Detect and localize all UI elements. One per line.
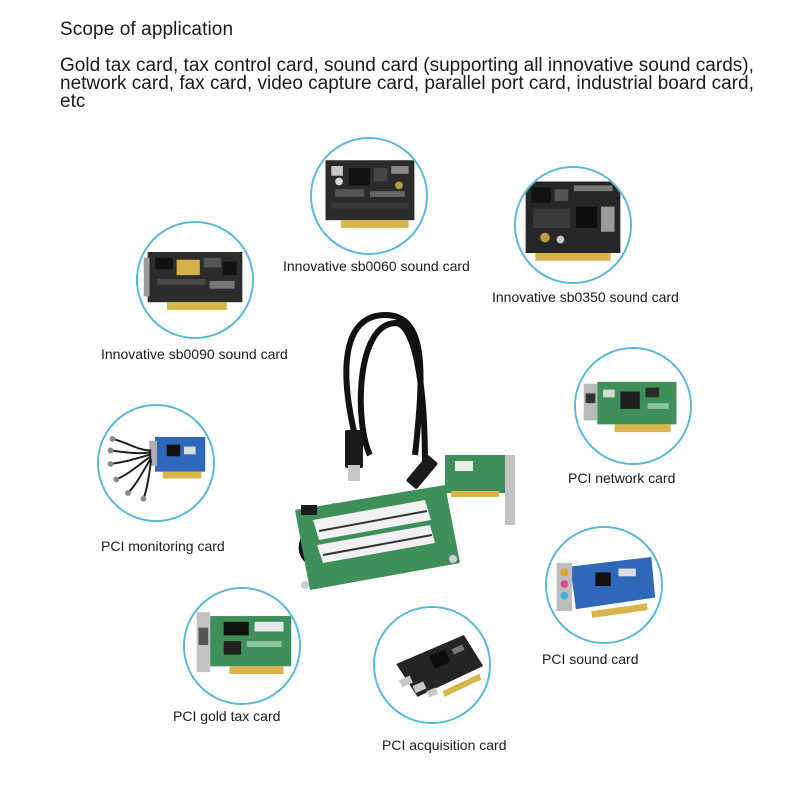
monitoring-card-icon — [99, 406, 213, 520]
sb0350-sound-card-label: Innovative sb0350 sound card — [492, 289, 679, 305]
network-card-icon — [576, 349, 690, 463]
acquisition-card-label: PCI acquisition card — [382, 737, 507, 753]
sound-card-icon — [547, 528, 661, 642]
sb0090-sound-card-label: Innovative sb0090 sound card — [101, 346, 288, 362]
application-description: Gold tax card, tax control card, sound c… — [60, 55, 754, 112]
sound-card-icon — [516, 168, 630, 282]
monitoring-card-label: PCI monitoring card — [101, 538, 225, 554]
sound-card-icon — [138, 223, 252, 337]
gold-tax-card-icon — [185, 589, 299, 703]
gold-tax-card-label: PCI gold tax card — [173, 708, 281, 724]
sound-card-icon — [312, 139, 426, 253]
sb0350-sound-card-image — [514, 166, 632, 284]
acquisition-card-icon — [375, 608, 489, 722]
monitoring-card-image — [97, 404, 215, 522]
adapter-board-icon — [295, 311, 515, 590]
pcie-to-pci-adapter-image — [275, 305, 535, 605]
pci-sound-card-label: PCI sound card — [542, 651, 639, 667]
gold-tax-card-image — [183, 587, 301, 705]
pci-sound-card-image — [545, 526, 663, 644]
sb0060-sound-card-image — [310, 137, 428, 255]
sb0090-sound-card-image — [136, 221, 254, 339]
acquisition-card-image — [373, 606, 491, 724]
network-card-label: PCI network card — [568, 470, 676, 486]
sb0060-sound-card-label: Innovative sb0060 sound card — [283, 258, 470, 274]
network-card-image — [574, 347, 692, 465]
page-heading: Scope of application — [60, 19, 234, 40]
